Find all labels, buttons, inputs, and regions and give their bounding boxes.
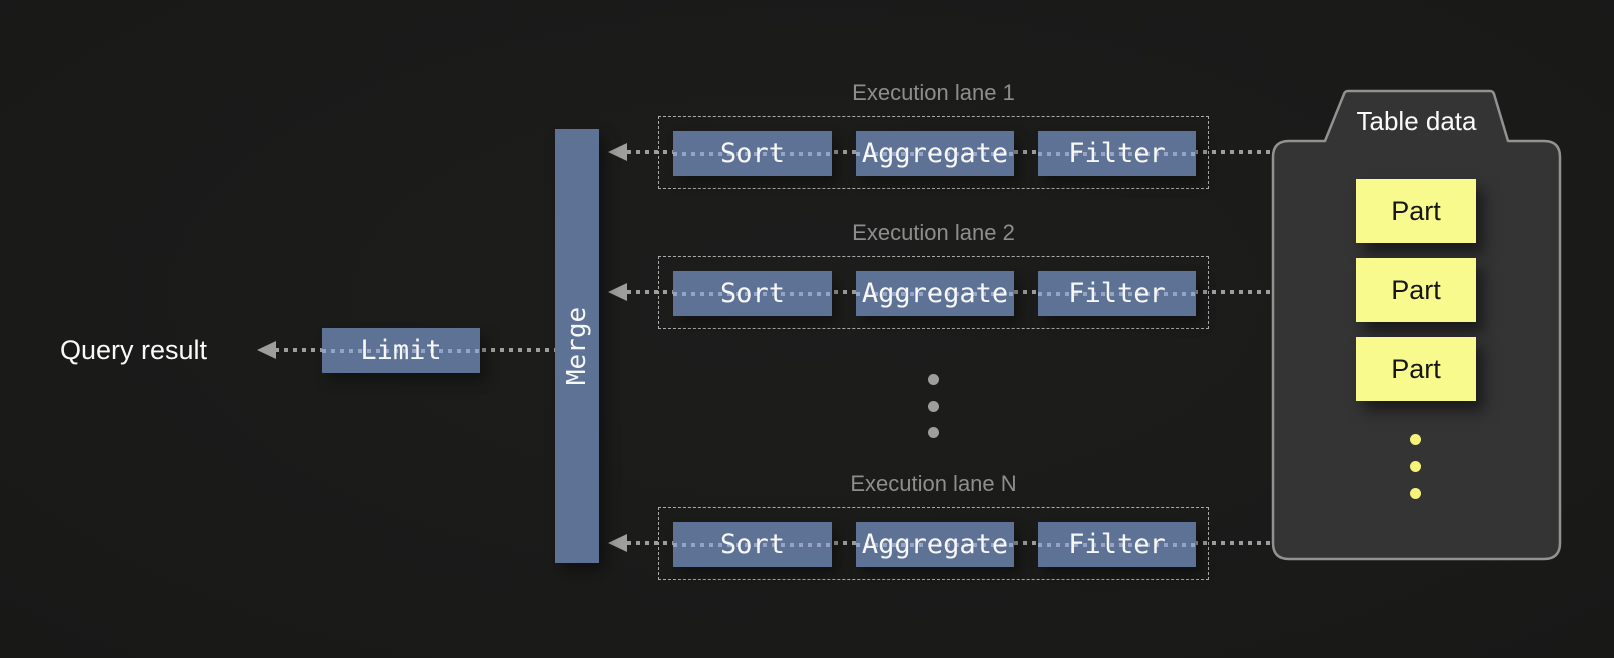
sort-operator-box: Sort [673,522,832,567]
arrow-left-icon [608,143,627,161]
execution-lane-1: Execution lane 1 Sort Aggregate Filter [658,80,1209,189]
filter-operator-box: Filter [1038,271,1196,316]
lane-title: Execution lane 2 [852,220,1015,245]
sort-label: Sort [719,138,786,169]
flow-dots-overlay [1038,542,1196,547]
table-data-title: Table data [1356,106,1477,136]
ellipsis-dot [928,374,939,385]
arrow-left-icon [608,534,627,552]
sort-label: Sort [719,278,786,309]
lane-frame: Sort Aggregate Filter [658,507,1209,580]
filter-operator-box: Filter [1038,131,1196,176]
lane-frame: Sort Aggregate Filter [658,256,1209,329]
ellipsis-dot [928,427,939,438]
limit-operator-box: Limit [322,328,480,373]
part-box: Part [1356,258,1476,322]
filter-operator-box: Filter [1038,522,1196,567]
aggregate-operator-box: Aggregate [856,522,1014,567]
aggregate-operator-box: Aggregate [856,271,1014,316]
flow-dots-overlay [856,542,1014,547]
sort-operator-box: Sort [673,271,832,316]
lane-title: Execution lane N [850,471,1017,496]
ellipsis-dot [1410,434,1421,445]
aggregate-operator-box: Aggregate [856,131,1014,176]
flow-dots-overlay [1038,291,1196,296]
limit-label: Limit [360,335,442,366]
flow-dots-overlay [673,542,832,547]
part-label: Part [1391,353,1441,384]
flow-dots-overlay [322,348,480,353]
aggregate-label: Aggregate [861,138,1009,169]
merge-label: Merge [562,306,592,386]
execution-lane-2: Execution lane 2 Sort Aggregate Filter [658,220,1209,329]
flow-dots-overlay [856,291,1014,296]
execution-lane-n: Execution lane N Sort Aggregate Filter [658,471,1209,580]
arrow-left-icon [608,283,627,301]
sort-label: Sort [719,529,786,560]
ellipsis-dot [928,401,939,412]
lane-frame: Sort Aggregate Filter [658,116,1209,189]
part-box: Part [1356,337,1476,401]
table-data-outline [1271,89,1562,561]
flow-dots-overlay [856,151,1014,156]
arrow-left-icon [257,341,276,359]
filter-label: Filter [1068,278,1166,309]
aggregate-label: Aggregate [861,529,1009,560]
merge-operator-bar: Merge [555,129,599,563]
part-label: Part [1391,195,1441,226]
flow-dots-overlay [1038,151,1196,156]
aggregate-label: Aggregate [861,278,1009,309]
sort-operator-box: Sort [673,131,832,176]
table-data-container: Table data [1262,85,1568,565]
flow-dots-overlay [673,151,832,156]
flow-dots-overlay [673,291,832,296]
part-box: Part [1356,179,1476,243]
filter-label: Filter [1068,529,1166,560]
part-label: Part [1391,274,1441,305]
lane-title: Execution lane 1 [852,80,1015,105]
ellipsis-dot [1410,461,1421,472]
ellipsis-dot [1410,488,1421,499]
filter-label: Filter [1068,138,1166,169]
query-result-label: Query result [60,335,208,365]
